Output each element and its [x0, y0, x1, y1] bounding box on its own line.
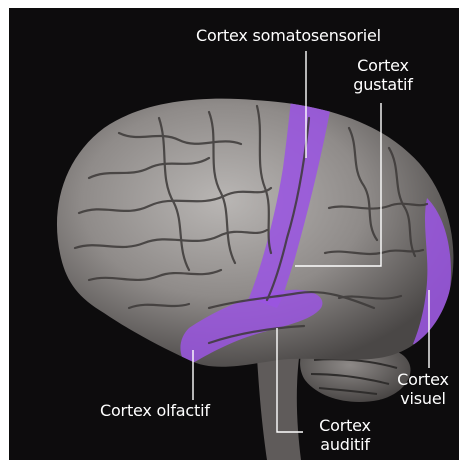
label-somatosensory-cortex: Cortex somatosensoriel: [196, 26, 381, 45]
label-visual-line1: Cortex: [390, 370, 456, 389]
label-gustatory-cortex: Cortex gustatif: [343, 56, 423, 94]
label-auditory-line2: auditif: [305, 435, 385, 454]
label-visual-line2: visuel: [390, 389, 456, 408]
label-visual-cortex: Cortex visuel: [390, 370, 456, 408]
label-auditory-line1: Cortex: [305, 416, 385, 435]
label-olfactory-cortex: Cortex olfactif: [100, 401, 210, 420]
label-gustatory-line2: gustatif: [343, 75, 423, 94]
diagram-panel: Cortex somatosensoriel Cortex gustatif C…: [9, 8, 459, 460]
label-auditory-cortex: Cortex auditif: [305, 416, 385, 454]
label-gustatory-line1: Cortex: [343, 56, 423, 75]
brainstem: [257, 358, 301, 460]
